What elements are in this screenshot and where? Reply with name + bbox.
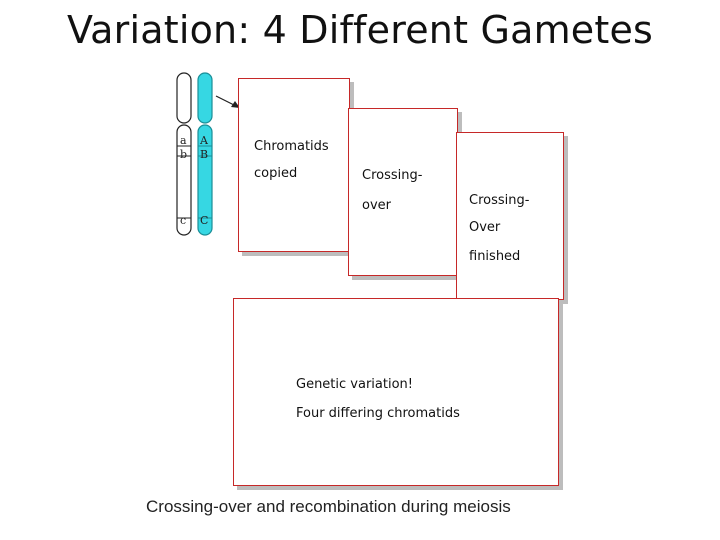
- gene-label-C: C: [200, 214, 209, 227]
- panel3-line2: Over: [469, 220, 501, 235]
- panel3-line3: finished: [469, 249, 521, 264]
- arrow-shaft: [215, 95, 237, 107]
- white-chromatid-lower: [176, 124, 192, 236]
- panel-crossing-over-finished: [456, 132, 564, 300]
- gene-label-A: A: [200, 134, 208, 147]
- gene-label-b: b: [180, 148, 188, 161]
- panel-crossing-over: [348, 108, 458, 276]
- gene-label-c: c: [180, 214, 187, 227]
- panel4-line1: Genetic variation!: [296, 377, 413, 392]
- cyan-chromatid-lower: [197, 124, 213, 236]
- panel2-line2: over: [362, 198, 391, 213]
- slide-title: Variation: 4 Different Gametes: [66, 8, 654, 52]
- chromosome-pair: [176, 72, 240, 236]
- panel1-line2: copied: [254, 166, 298, 181]
- white-chromatid-upper: [176, 72, 192, 124]
- panel4-line2: Four differing chromatids: [296, 406, 460, 421]
- figure-caption: Crossing-over and recombination during m…: [146, 497, 511, 516]
- cyan-chromatid-upper: [197, 72, 213, 124]
- panel2-line1: Crossing-: [362, 168, 423, 183]
- panel-chromatids-copied: [238, 78, 350, 252]
- panel1-line1: Chromatids: [254, 139, 329, 154]
- gene-label-B: B: [200, 148, 209, 161]
- panel-genetic-variation: [233, 298, 559, 486]
- gene-label-a: a: [180, 134, 187, 147]
- arrow-head: [231, 101, 240, 108]
- panel3-line1: Crossing-: [469, 193, 530, 208]
